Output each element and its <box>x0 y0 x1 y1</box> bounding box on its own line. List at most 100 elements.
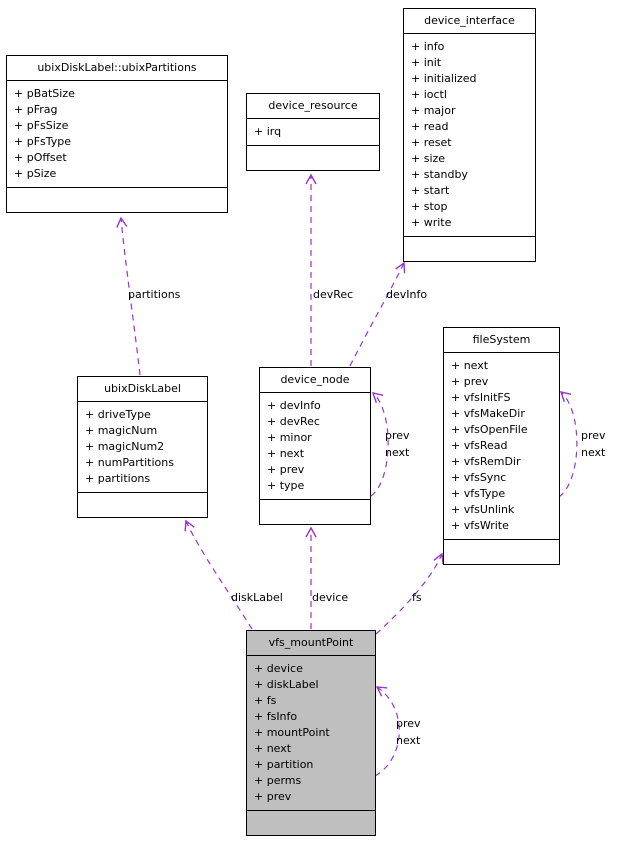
class-methods-compartment <box>404 237 535 261</box>
class-member: + vfsRead <box>451 439 508 452</box>
class-box-ubixPartitions[interactable]: ubixDiskLabel::ubixPartitions+ pBatSize+… <box>6 55 228 213</box>
class-title: device_interface <box>404 9 535 34</box>
class-member: + vfsRemDir <box>451 455 521 468</box>
class-member: + devRec <box>267 415 320 428</box>
class-member: + next <box>451 359 489 372</box>
class-title: ubixDiskLabel::ubixPartitions <box>7 56 227 81</box>
class-member: + stop <box>411 200 448 213</box>
edge-label-line: prev <box>396 717 421 730</box>
class-member: + device <box>254 662 303 675</box>
class-member: + minor <box>267 431 312 444</box>
class-member: + vfsMakeDir <box>451 407 525 420</box>
class-member: + start <box>411 184 450 197</box>
edge-label-device_node_self: prev next <box>385 427 410 461</box>
class-member: + magicNum2 <box>85 440 165 453</box>
class-member: + major <box>411 104 456 117</box>
class-box-device_resource[interactable]: device_resource + irq <box>246 93 380 171</box>
class-member: + vfsWrite <box>451 519 509 532</box>
class-methods-compartment <box>444 540 559 564</box>
class-member: + diskLabel <box>254 678 319 691</box>
class-member: + next <box>267 447 305 460</box>
class-member: + write <box>411 216 452 229</box>
edge-label-fileSystem_self: prev next <box>581 427 606 461</box>
class-member: + irq <box>254 125 282 138</box>
edge-device_node_self <box>370 392 389 497</box>
edge-fs <box>375 552 444 635</box>
edge-vfs_mountPoint_self <box>374 686 400 777</box>
class-methods-compartment <box>78 493 207 517</box>
edge-label-devInfo: devInfo <box>386 286 427 303</box>
class-member: + partitions <box>85 472 151 485</box>
class-member: + vfsUnlink <box>451 503 515 516</box>
edge-label-device: device <box>312 589 348 606</box>
edge-label-devRec: devRec <box>313 286 353 303</box>
edge-label-line: next <box>581 446 606 459</box>
class-member: + vfsOpenFile <box>451 423 528 436</box>
class-member: + driveType <box>85 408 151 421</box>
class-member: + prev <box>254 790 292 803</box>
class-member: + read <box>411 120 449 133</box>
edge-label-line: prev <box>581 429 606 442</box>
class-title: device_node <box>260 368 370 393</box>
edge-fileSystem_self <box>558 391 578 498</box>
edge-label-line: devRec <box>313 288 354 301</box>
edge-diskLabel <box>184 519 253 630</box>
class-methods-compartment <box>260 500 370 524</box>
edge-label-line: next <box>385 446 410 459</box>
edge-label-line: partitions <box>128 288 181 301</box>
class-member: + partition <box>254 758 314 771</box>
class-members: + driveType + magicNum + magicNum2 + numPar… <box>78 402 207 493</box>
class-member: + numPartitions <box>85 456 174 469</box>
class-members: + devInfo+ devRec+ minor+ next+ prev+ ty… <box>260 393 370 500</box>
class-member: + vfsType <box>451 487 506 500</box>
class-member: + pFsSize <box>14 119 69 132</box>
class-member: + fsInfo <box>254 710 298 723</box>
class-title: vfs_mountPoint <box>247 631 375 656</box>
edge-label-line: device <box>312 591 349 604</box>
class-member: + info <box>411 40 445 53</box>
class-member: + reset <box>411 136 452 149</box>
class-members: + pBatSize+ pFrag+ pFsSize+ pFsType+ pOf… <box>7 81 227 188</box>
edge-label-partitions: partitions <box>128 286 180 303</box>
class-member: + pFsType <box>14 135 72 148</box>
class-title: ubixDiskLabel <box>78 377 207 402</box>
class-member: + pSize <box>14 167 57 180</box>
class-member: + size <box>411 152 446 165</box>
class-methods-compartment <box>247 811 375 835</box>
edge-label-diskLabel: diskLabel <box>231 589 283 606</box>
class-member: + pFrag <box>14 103 58 116</box>
class-members: + irq <box>247 119 379 146</box>
class-title: device_resource <box>247 94 379 119</box>
class-member: + initialized <box>411 72 477 85</box>
class-methods-compartment <box>247 146 379 170</box>
edge-label-line: fs <box>412 591 422 604</box>
class-member: + prev <box>451 375 489 388</box>
class-box-fileSystem[interactable]: fileSystem + next + prev + vfsInitFS + vfsMa… <box>443 327 560 565</box>
class-member: + ioctl <box>411 88 447 101</box>
class-member: + vfsInitFS <box>451 391 511 404</box>
class-member: + devInfo <box>267 399 321 412</box>
edge-label-vfs_mountPoint_self: prev next <box>396 715 421 749</box>
class-member: + pOffset <box>14 151 67 164</box>
edge-label-line: next <box>396 734 421 747</box>
class-member: + type <box>267 479 305 492</box>
class-box-ubixDiskLabel[interactable]: ubixDiskLabel + driveType + magicNum + magi… <box>77 376 208 518</box>
class-member: + vfsSync <box>451 471 507 484</box>
edge-label-line: diskLabel <box>231 591 283 604</box>
class-member: + perms <box>254 774 302 787</box>
class-title: fileSystem <box>444 328 559 353</box>
class-member: + next <box>254 742 292 755</box>
edge-label-line: prev <box>385 429 410 442</box>
edge-label-fs: fs <box>412 589 422 606</box>
class-member: + init <box>411 56 442 69</box>
class-member: + mountPoint <box>254 726 330 739</box>
class-box-device_node[interactable]: device_node + devInfo + devRec + minor + nex… <box>259 367 371 525</box>
class-member: + standby <box>411 168 468 181</box>
class-members: + info + init + initialized + ioctl + major +… <box>404 34 535 237</box>
class-box-vfs_mountPoint[interactable]: vfs_mountPoint+ device+ diskLabel+ fs+ f… <box>246 630 376 836</box>
class-member: + magicNum <box>85 424 158 437</box>
class-box-device_interface[interactable]: device_interface + info + init + initialize… <box>403 8 536 262</box>
class-members: + next + prev + vfsInitFS + vfsMakeDir + vfs… <box>444 353 559 540</box>
